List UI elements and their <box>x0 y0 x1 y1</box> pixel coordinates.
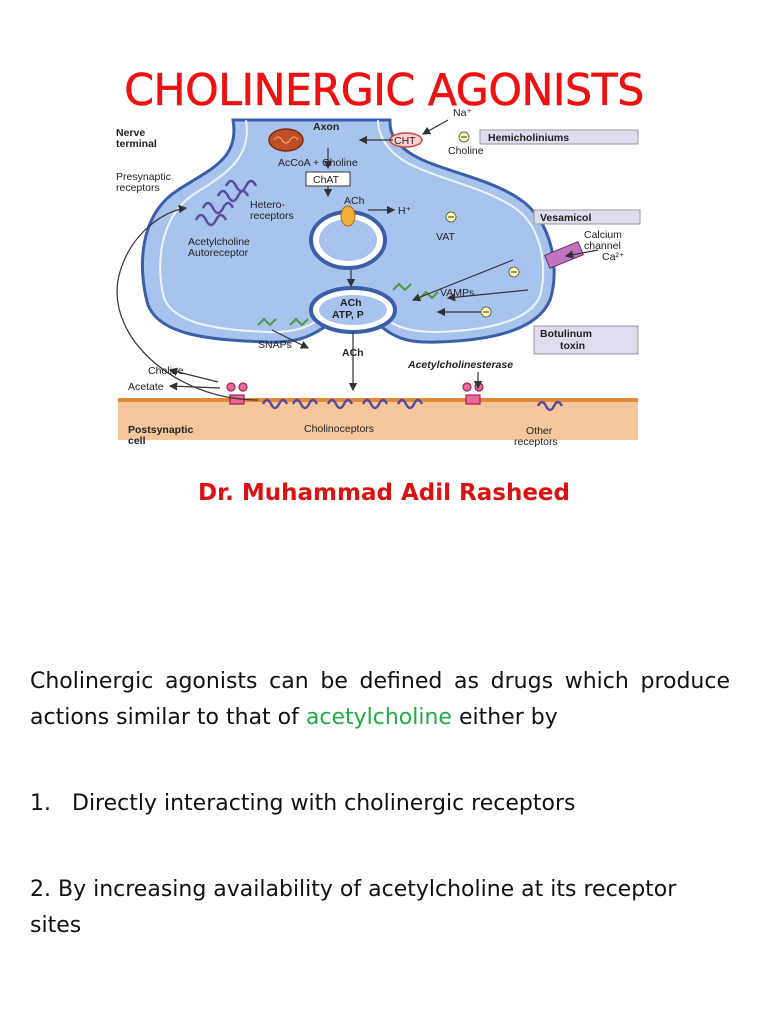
label-other-1: Other <box>526 425 553 437</box>
label-botulinum-2: toxin <box>560 340 585 352</box>
label-presynaptic-2: receptors <box>116 182 160 194</box>
definition-text-after: either by <box>451 705 558 730</box>
cholinergic-synapse-diagram: Nerve terminal Axon Na⁺ CHT Hemicholiniu… <box>68 100 688 460</box>
label-autoreceptor-1: Acetylcholine <box>188 236 250 248</box>
label-ca: Ca²⁺ <box>602 251 625 263</box>
label-vesamicol: Vesamicol <box>540 212 591 224</box>
label-postsynaptic-2: cell <box>128 435 146 447</box>
list-item-number: 1. <box>30 791 51 816</box>
list-item-text: Directly interacting with cholinergic re… <box>72 791 576 816</box>
label-acetate: Acetate <box>128 381 164 393</box>
author-name: Dr. Muhammad Adil Rasheed <box>198 480 570 506</box>
label-cholinoceptors: Cholinoceptors <box>304 423 374 435</box>
label-chat: ChAT <box>313 174 340 186</box>
cholinoceptors <box>261 398 564 412</box>
label-nerve-terminal-2: terminal <box>116 138 157 150</box>
definition-text-before: Cholinergic agonists can be defined as d… <box>30 669 730 730</box>
acetylcholine-highlight: acetylcholine <box>305 705 452 730</box>
label-hemicholiniums: Hemicholiniums <box>488 132 569 144</box>
label-choline-bottom: Choline <box>148 365 184 377</box>
label-cht: CHT <box>394 135 416 147</box>
label-calcium-2: channel <box>584 240 621 252</box>
label-ach-bottom: ACh <box>342 347 364 359</box>
calcium-channel <box>544 241 584 269</box>
label-acetylcholinesterase: Acetylcholinesterase <box>407 359 513 371</box>
label-h-plus: H⁺ <box>398 205 412 217</box>
snare-proteins <box>257 282 439 327</box>
label-choline-top: Choline <box>448 145 484 157</box>
label-hetero-1: Hetero- <box>250 199 286 211</box>
label-axon: Axon <box>313 121 339 133</box>
mitochondrion <box>268 128 304 152</box>
presynaptic-receptors <box>194 179 258 227</box>
label-calcium-1: Calcium <box>584 229 622 241</box>
list-item: 2. By increasing availability of acetylc… <box>30 877 677 938</box>
label-ach-top: ACh <box>344 195 365 207</box>
label-vamps: VAMPs <box>440 287 474 299</box>
label-hetero-2: receptors <box>250 210 294 222</box>
label-snaps: SNAPs <box>258 339 292 351</box>
label-presynaptic-1: Presynaptic <box>116 171 171 183</box>
definition-paragraph: Cholinergic agonists can be defined as d… <box>30 664 730 736</box>
label-other-2: receptors <box>514 436 558 448</box>
label-na: Na⁺ <box>453 107 472 119</box>
list-item: 1. Directly interacting with cholinergic … <box>30 786 730 822</box>
label-ach-vesicle: ACh <box>340 297 362 309</box>
label-atp: ATP, P <box>332 309 364 321</box>
label-autoreceptor-2: Autoreceptor <box>188 247 249 259</box>
label-accoa: AcCoA + Choline <box>278 157 358 169</box>
label-vat: VAT <box>436 231 455 243</box>
label-nerve-terminal-1: Nerve <box>116 127 145 139</box>
label-botulinum-1: Botulinum <box>540 328 592 340</box>
label-postsynaptic-1: Postsynaptic <box>128 424 194 436</box>
slide-title: CHOLINERGIC AGONISTS <box>124 65 645 117</box>
